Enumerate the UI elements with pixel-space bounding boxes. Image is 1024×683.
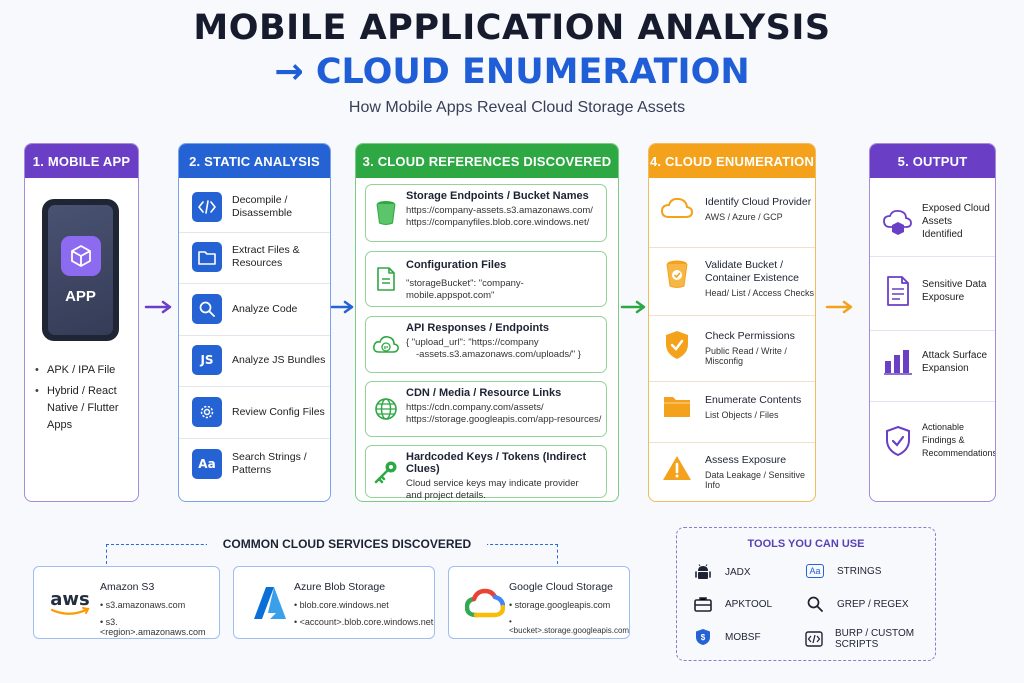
shield-icon: $ [693,628,713,646]
service-amazon-s3: aws Amazon S3 • s3.amazonaws.com • s3.<r… [33,566,220,639]
output-sensitive-data: Sensitive Data Exposure [880,276,995,306]
svg-text:IP: IP [384,345,388,350]
tools-panel: TOOLS YOU CAN USE JADX Aa STRINGS APKTOO… [676,527,936,661]
step-decompile: Decompile / Disassemble [192,192,330,222]
arrow-right-icon [144,300,172,314]
shield-check-icon [659,330,695,360]
tool-strings: Aa STRINGS [805,564,881,578]
step-analyze-code: Analyze Code [192,294,297,324]
js-icon: JS [192,345,222,375]
tool-grep-regex: GREP / REGEX [805,596,909,612]
bucket-check-icon [659,259,695,289]
warning-icon [659,454,695,482]
file-icon [366,252,406,306]
output-header: 5. OUTPUT [870,144,995,178]
svg-text:aws: aws [50,589,90,610]
services-title: COMMON CLOUD SERVICES DISCOVERED [207,537,487,551]
cloud-icon [659,196,695,220]
shield-check-icon [880,425,916,456]
globe-icon [366,382,406,436]
bar-chart-icon [880,349,916,375]
enum-assess-exposure: Assess Exposure Data Leakage / Sensitive… [659,454,815,490]
folder-icon [192,242,222,272]
cloud-references-header: 3. CLOUD REFERENCES DISCOVERED [356,144,618,178]
output-findings: Actionable Findings & Recommendations [880,421,995,460]
magnifier-icon [192,294,222,324]
aws-logo: aws [44,581,96,625]
service-azure-blob: Azure Blob Storage • blob.core.windows.n… [233,566,435,639]
text-icon: Aa [192,449,222,479]
enum-validate-bucket: Validate Bucket / Container Existence He… [659,259,815,298]
card-configuration-files: Configuration Files "storageBucket": "co… [365,251,607,307]
cloud-enumeration-column: 4. CLOUD ENUMERATION Identify Cloud Prov… [648,143,816,502]
key-icon [366,446,406,497]
tools-title: TOOLS YOU CAN USE [747,538,865,550]
mobile-app-column: 1. MOBILE APP APP APK / IPA File Hybrid … [24,143,139,502]
cloud-enumeration-header: 4. CLOUD ENUMERATION [649,144,815,178]
mobile-app-bullets: APK / IPA File Hybrid / React Native / F… [33,362,138,438]
magnifier-icon [805,596,825,612]
card-storage-endpoints: Storage Endpoints / Bucket Names https:/… [365,184,607,242]
arrow-right-icon [825,300,853,314]
output-column: 5. OUTPUT Exposed Cloud Assets Identifie… [869,143,996,502]
document-icon [880,276,916,306]
step-search-strings: Aa Search Strings / Patterns [192,449,330,479]
arrow-right-icon [620,300,646,314]
step-config-files: Review Config Files [192,397,325,427]
cloud-references-column: 3. CLOUD REFERENCES DISCOVERED Storage E… [355,143,619,502]
cube-icon [60,235,101,276]
toolbox-icon [693,596,713,612]
gear-icon [192,397,222,427]
step-js-bundles: JS Analyze JS Bundles [192,345,325,375]
gcp-logo [459,581,511,625]
folder-icon [659,394,695,418]
page-subtitle: How Mobile Apps Reveal Cloud Storage Ass… [348,99,686,116]
azure-logo [244,581,296,625]
cloud-api-icon: IP [366,317,406,372]
output-exposed-assets: Exposed Cloud Assets Identified [880,202,995,241]
card-cdn-links: CDN / Media / Resource Links https://cdn… [365,381,607,437]
enum-identify-provider: Identify Cloud Provider AWS / Azure / GC… [659,196,811,222]
static-analysis-header: 2. STATIC ANALYSIS [179,144,330,178]
card-hardcoded-keys: Hardcoded Keys / Tokens (Indirect Clues)… [365,445,607,501]
step-extract: Extract Files & Resources [192,242,330,272]
page-title: MOBILE APPLICATION ANALYSIS [193,8,831,48]
arrow-right-icon [330,300,354,314]
text-icon: Aa [805,564,825,578]
bullet-apk-ipa: APK / IPA File [33,362,138,379]
output-attack-surface: Attack Surface Expansion [880,349,995,375]
tool-apktool: APKTOOL [693,596,772,612]
service-google-cloud-storage: Google Cloud Storage • storage.googleapi… [448,566,630,639]
tool-jadx: JADX [693,564,751,581]
tool-burp-scripts: BURP / CUSTOM SCRIPTS [805,628,935,650]
static-analysis-column: 2. STATIC ANALYSIS Decompile / Disassemb… [178,143,331,502]
code-icon [192,192,222,222]
cloud-box-icon [880,208,916,236]
tool-mobsf: $ MOBSF [693,628,761,646]
android-icon [693,564,713,581]
enum-check-permissions: Check Permissions Public Read / Write / … [659,330,815,366]
code-icon [805,631,823,647]
page-title-line-2: → CLOUD ENUMERATION [274,52,750,92]
svg-text:$: $ [701,633,706,642]
enum-contents: Enumerate Contents List Objects / Files [659,394,801,420]
bucket-icon [366,185,406,241]
card-api-responses: IP API Responses / Endpoints { "upload_u… [365,316,607,373]
app-label: APP [65,287,96,305]
mobile-app-header: 1. MOBILE APP [25,144,138,178]
phone-illustration: APP [42,199,119,341]
bullet-hybrid: Hybrid / React Native / Flutter Apps [33,383,138,434]
